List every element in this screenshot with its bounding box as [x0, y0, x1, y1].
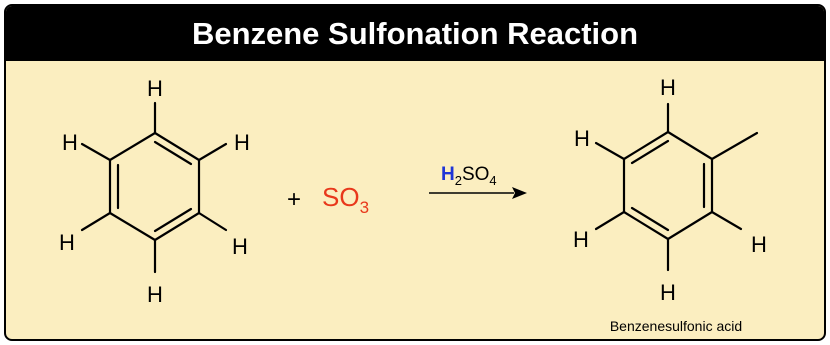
- product-double-bond: [630, 139, 670, 165]
- h2so4-catalyst: H2SO4: [441, 164, 497, 188]
- product-h-top: H: [660, 75, 676, 100]
- product-double-bond: [630, 206, 670, 232]
- c-h-bond: [80, 211, 112, 232]
- benzene-molecule: [80, 101, 228, 274]
- diagram-frame: Benzene Sulfonation Reaction: [4, 4, 826, 341]
- product-name-label: Benzenesulfonic acid: [610, 318, 742, 334]
- reaction-arrow: [429, 187, 527, 199]
- benzene-double-bond: [153, 207, 193, 233]
- benzene-bond: [153, 131, 201, 162]
- c-h-bond: [197, 142, 228, 162]
- product-h-lower-left: H: [573, 227, 589, 252]
- product-h-bottom: H: [660, 280, 676, 305]
- diagram-title: Benzene Sulfonation Reaction: [6, 6, 824, 61]
- product-h-lower-right: H: [751, 232, 767, 257]
- c-h-bond: [80, 142, 112, 162]
- c-h-bond: [594, 210, 626, 231]
- reactant-h-upper-left: H: [62, 130, 78, 155]
- benzene-bond: [108, 131, 157, 162]
- product-bond: [622, 210, 670, 241]
- benzene-bond: [108, 211, 157, 242]
- plus-sign: +: [287, 186, 301, 213]
- reactant-h-lower-left: H: [59, 230, 75, 255]
- benzene-double-bond: [153, 140, 193, 166]
- reactant-h-lower-right: H: [232, 234, 248, 259]
- reactant-h-bottom: H: [147, 282, 163, 307]
- c-s-bond: [710, 131, 759, 161]
- product-molecule: [594, 102, 759, 272]
- product-bond: [622, 130, 670, 161]
- reactant-h-upper-right: H: [234, 130, 250, 155]
- c-h-bond: [710, 210, 743, 231]
- benzene-bond: [153, 211, 201, 242]
- so3-reagent: SO3: [322, 182, 369, 217]
- product-h-upper-left: H: [574, 126, 590, 151]
- product-bond: [666, 130, 714, 161]
- c-h-bond: [594, 141, 626, 161]
- c-h-bond: [197, 211, 228, 232]
- reactant-h-top: H: [147, 76, 163, 101]
- product-bond: [666, 210, 714, 241]
